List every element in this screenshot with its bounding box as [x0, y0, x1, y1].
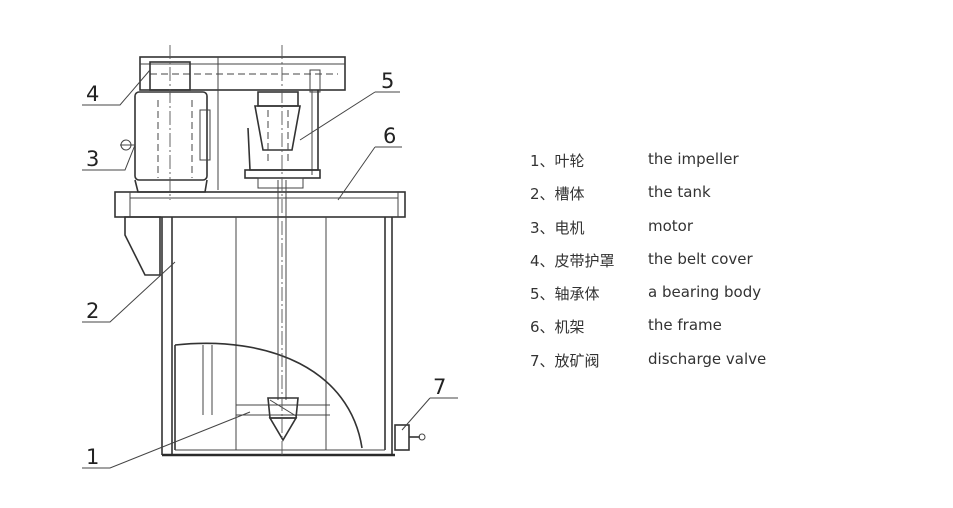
legend-cn: 7、放矿阀 [530, 351, 600, 370]
flotation-machine-drawing: 4 3 5 6 2 7 1 [82, 45, 458, 469]
belt-cover [139, 56, 346, 93]
motor [120, 90, 219, 193]
legend-cn: 3、电机 [530, 218, 585, 237]
callout-1: 1 [86, 445, 99, 469]
legend-cn: 1、叶轮 [530, 152, 585, 170]
legend-en: the tank [648, 183, 711, 202]
legend-en: the impeller [648, 150, 739, 168]
legend-en: motor [648, 216, 694, 235]
legend-row: 6、机架 the frame [530, 316, 930, 349]
leader-lines [82, 69, 458, 469]
callout-7: 7 [433, 375, 446, 399]
callout-6: 6 [383, 124, 396, 148]
frame [114, 191, 406, 276]
legend-row: 5、轴承体 a bearing body [530, 283, 930, 316]
discharge-valve [394, 424, 426, 451]
parts-legend: 1、叶轮 the impeller 2、槽体 the tank 3、电机 mot… [530, 150, 930, 383]
legend-en: a bearing body [648, 283, 762, 302]
callout-5: 5 [381, 69, 394, 93]
impeller [267, 180, 299, 442]
bearing-body [244, 90, 321, 189]
callout-2: 2 [86, 299, 99, 323]
legend-cn: 6、机架 [530, 318, 585, 337]
legend-row: 3、电机 motor [530, 217, 930, 250]
legend-en: discharge valve [648, 349, 767, 368]
legend-en: the belt cover [648, 249, 753, 268]
legend-cn: 4、皮带护罩 [530, 251, 615, 270]
tank [161, 217, 395, 457]
legend-row: 2、槽体 the tank [530, 183, 930, 216]
legend-row: 7、放矿阀 discharge valve [530, 350, 930, 383]
legend-cn: 2、槽体 [530, 185, 585, 204]
callout-3: 3 [86, 147, 99, 171]
legend-row: 1、叶轮 the impeller [530, 150, 930, 183]
legend-en: the frame [648, 316, 722, 335]
legend-cn: 5、轴承体 [530, 285, 600, 304]
callout-4: 4 [86, 82, 99, 106]
legend-row: 4、皮带护罩 the belt cover [530, 250, 930, 283]
